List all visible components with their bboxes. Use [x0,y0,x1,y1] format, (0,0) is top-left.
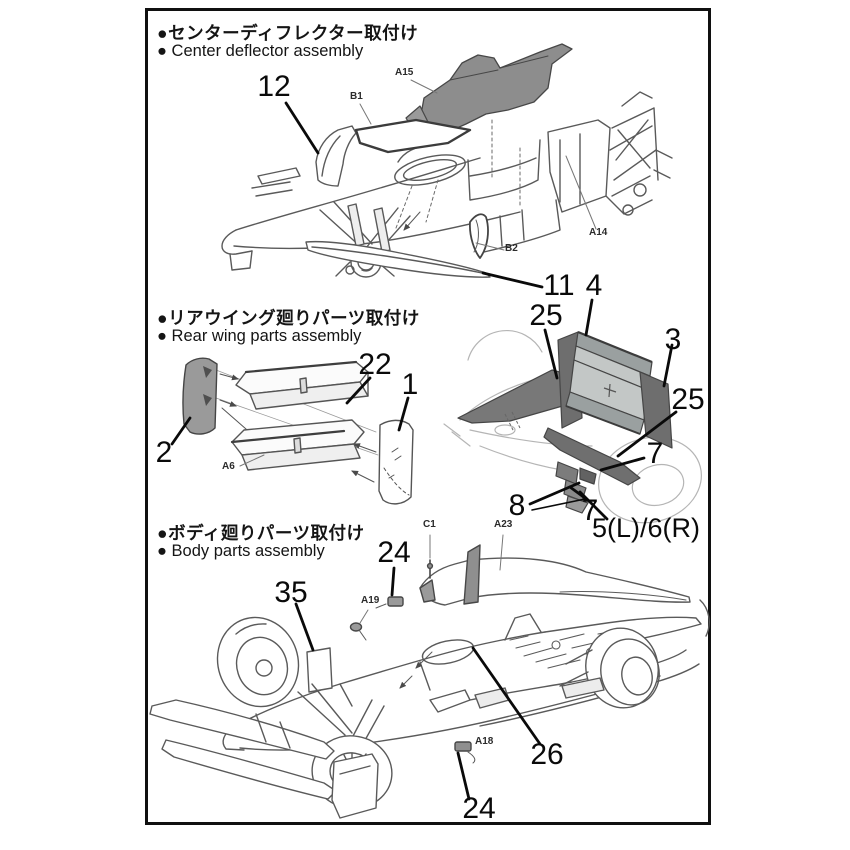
callout-part-24-bottom: 24 [462,792,496,825]
callout-part-35: 35 [274,576,308,609]
center-deflector-diagram [221,43,673,278]
rear-wing-leaders [170,298,678,521]
callout-part-7-upper: 7 [646,437,664,470]
callout-part-A15: A15 [395,67,414,78]
rear-wing-parts [457,330,673,514]
callout-part-B2: B2 [505,243,518,254]
body-parts-diagram [149,544,710,819]
callout-part-11: 11 [543,269,575,302]
callout-part-26: 26 [530,738,564,771]
section2-title-en: ● Rear wing parts assembly [157,327,362,345]
callout-part-12: 12 [257,70,291,103]
callout-part-A19: A19 [361,595,380,606]
callout-part-A14: A14 [589,227,608,238]
section1-title-en: ● Center deflector assembly [157,42,364,60]
callout-part-24-top: 24 [377,536,411,569]
callout-part-1: 1 [401,368,419,401]
rear-wing-exploded-diagram [182,357,414,505]
callout-part-B1: B1 [350,91,363,102]
callout-part-22: 22 [358,348,392,381]
callout-part-5L-6R: 5(L)/6(R) [592,513,701,543]
callout-part-2: 2 [155,436,173,469]
section3-title-jp: ●ボディ廻りパーツ取付け [157,523,365,543]
callout-part-C1: C1 [423,519,436,530]
callout-part-8: 8 [508,489,526,522]
callout-part-3: 3 [664,323,682,356]
callout-part-A23: A23 [494,519,513,530]
center-deflector-leaders [284,79,597,289]
section2-title-jp: ●リアウイング廻りパーツ取付け [157,308,420,328]
callout-part-A6: A6 [222,461,235,472]
callout-part-4: 4 [585,269,603,302]
section3-title-en: ● Body parts assembly [157,542,325,560]
body-parts-leaders [294,534,542,801]
callout-part-25-upper: 25 [529,299,563,332]
section1-title-jp: ●センターディフレクター取付け [157,23,419,43]
callout-part-25-lower: 25 [671,383,705,416]
callout-part-A18: A18 [475,736,494,747]
callout-part-7-lower: 7 [581,494,599,527]
